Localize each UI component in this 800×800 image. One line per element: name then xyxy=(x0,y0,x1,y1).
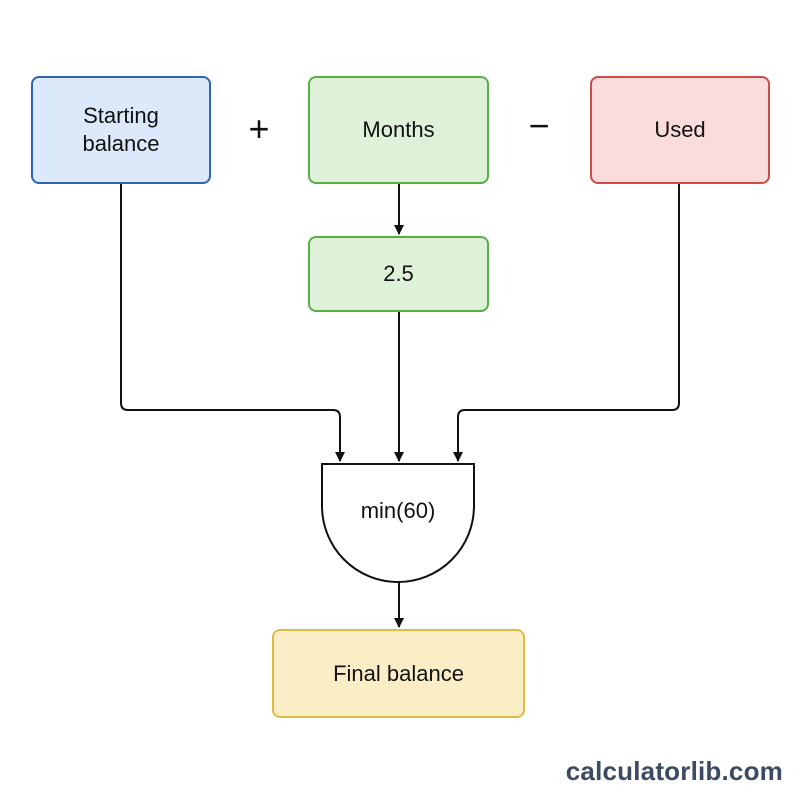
connector-used-to-gate xyxy=(453,184,680,462)
min-gate-label: min(60) xyxy=(360,498,436,523)
site-watermark: calculatorlib.com xyxy=(565,756,783,786)
starting-balance-box: Starting balance xyxy=(31,76,211,184)
starting-balance-label-line2: balance xyxy=(82,131,160,156)
connector-start-to-gate xyxy=(120,184,345,462)
used-label: Used xyxy=(654,117,706,142)
starting-balance-label-line1: Starting xyxy=(83,103,159,128)
final-balance-label: Final balance xyxy=(333,660,464,686)
final-balance-box: Final balance xyxy=(272,629,525,718)
accrual-rate-box: 2.5 xyxy=(308,236,489,312)
minus-operator: − xyxy=(528,105,550,146)
months-box: Months xyxy=(308,76,489,184)
min-gate-shape xyxy=(321,463,475,583)
plus-operator: + xyxy=(248,108,270,149)
used-box: Used xyxy=(590,76,770,184)
accrual-rate-label: 2.5 xyxy=(383,261,414,286)
months-label: Months xyxy=(362,117,435,142)
